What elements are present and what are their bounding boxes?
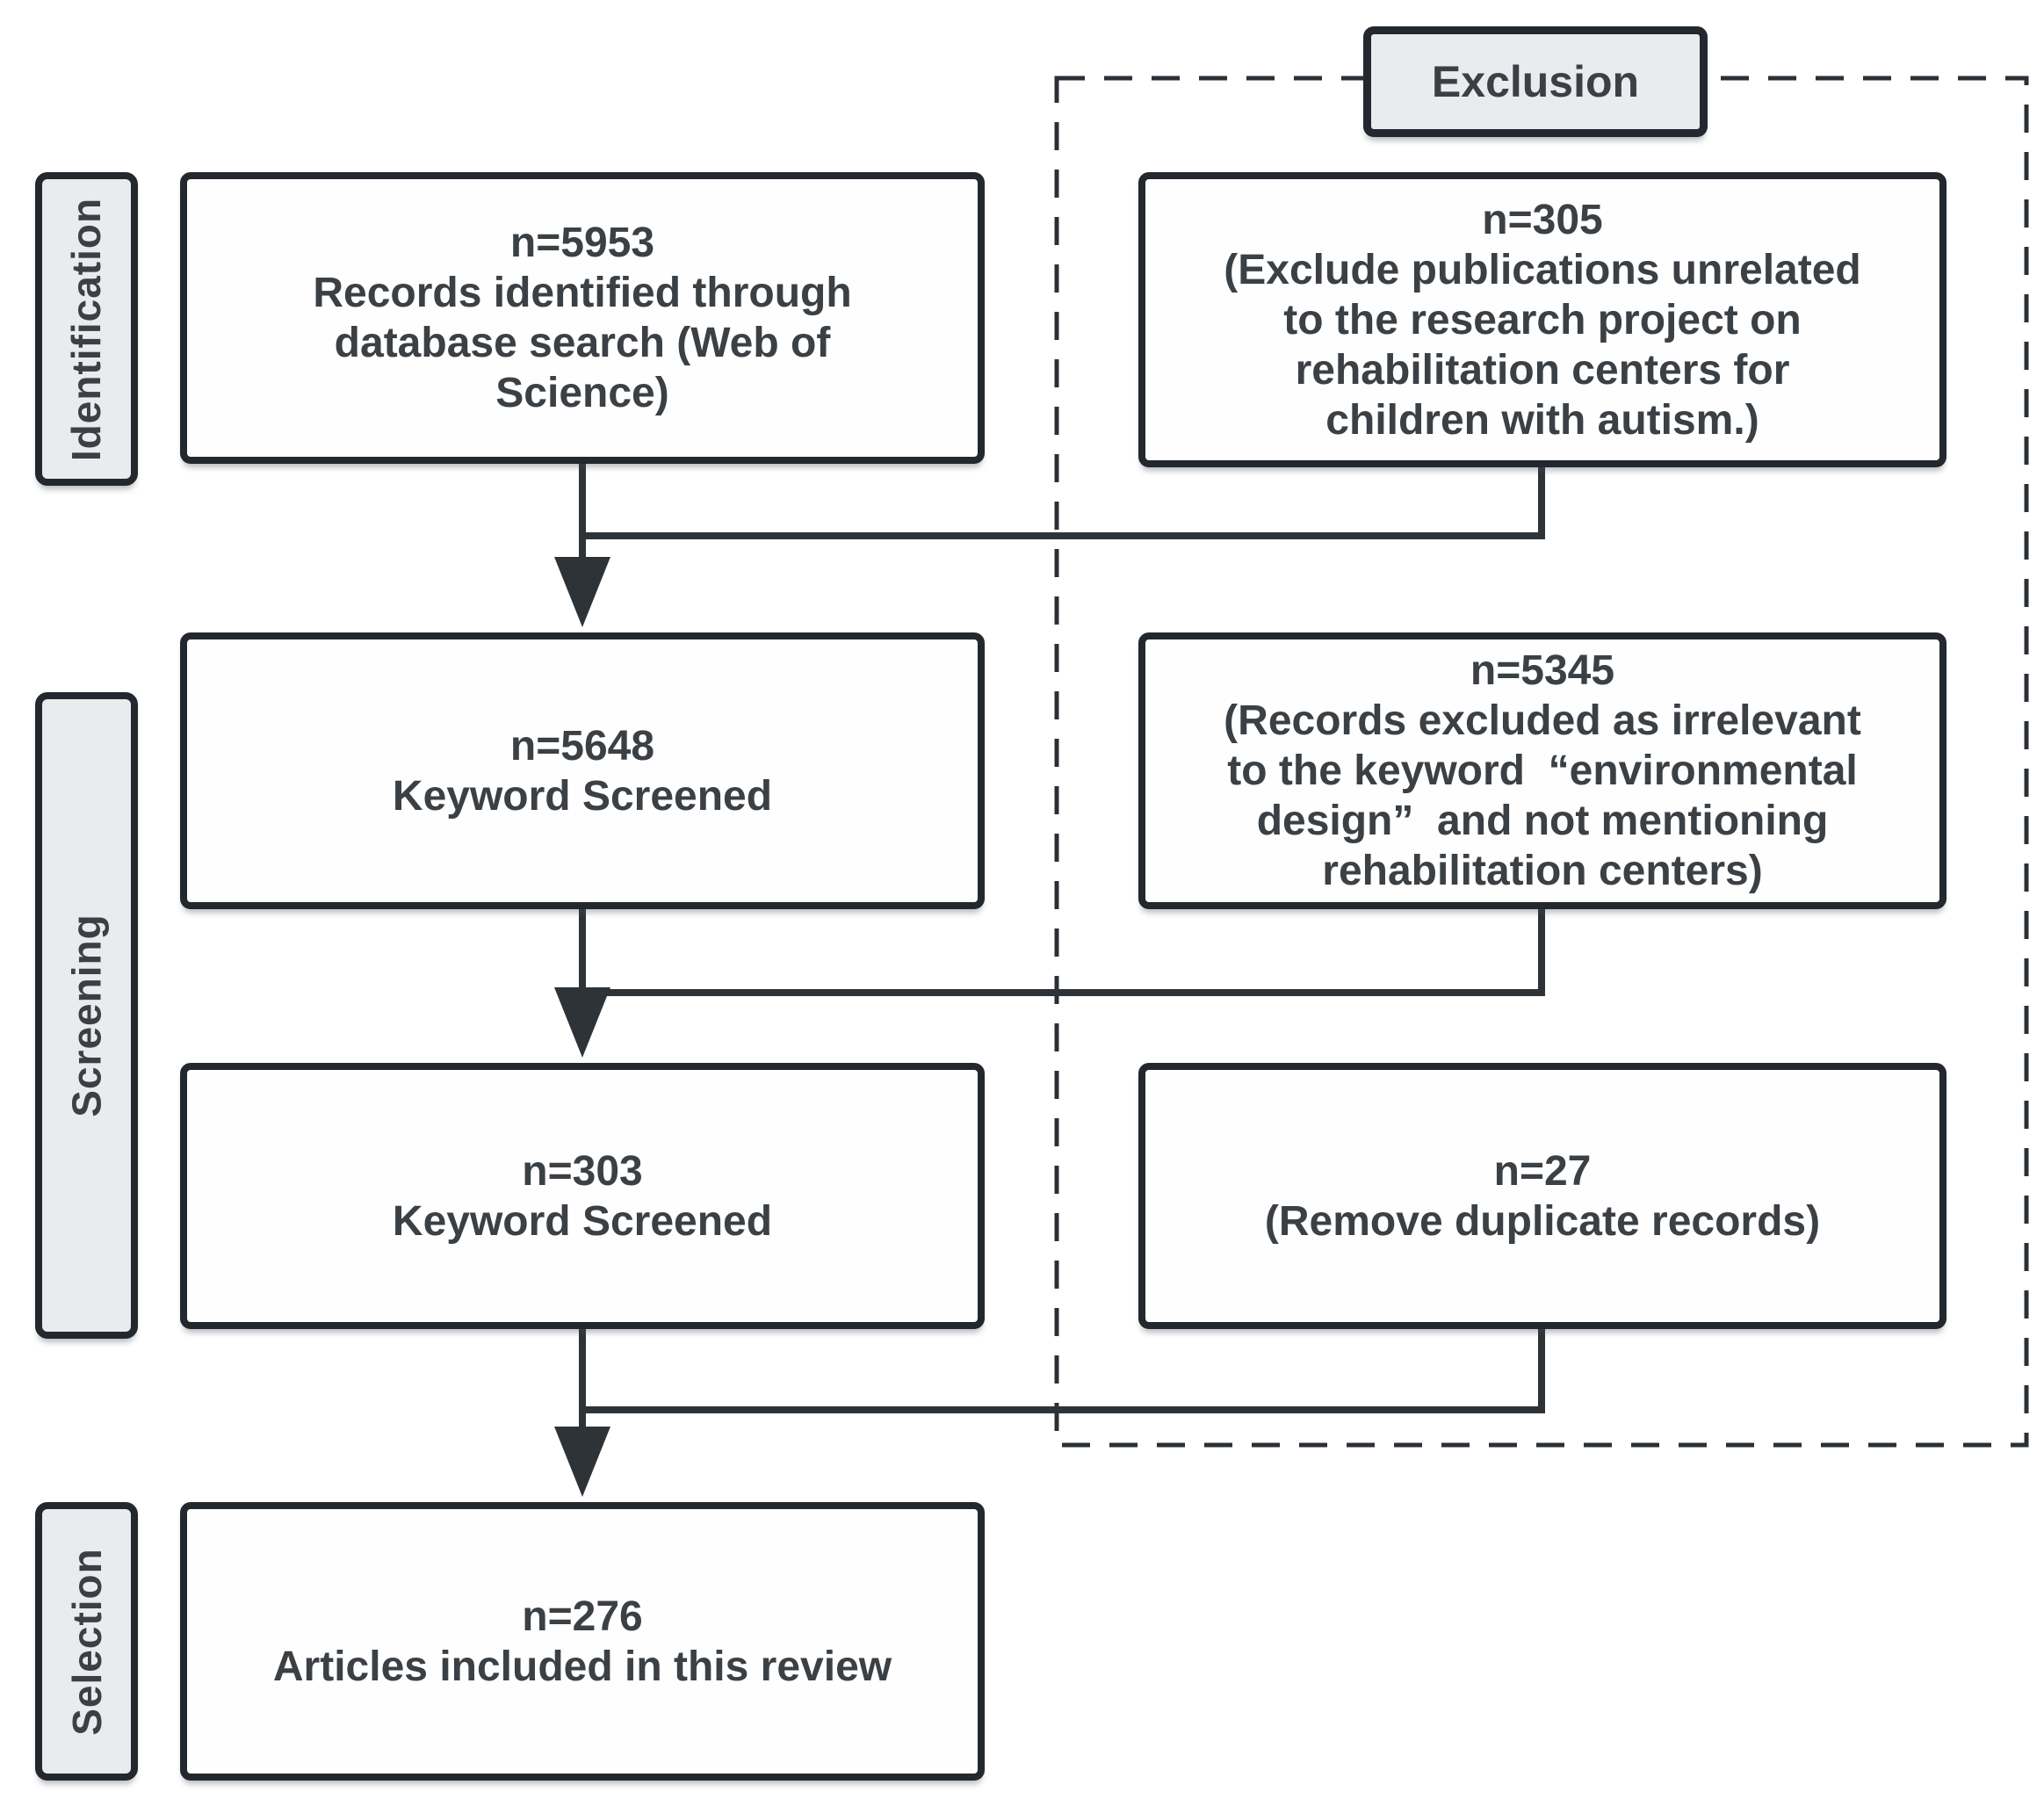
- record-description: (Exclude publications unrelated to the r…: [1224, 246, 1861, 444]
- stage-label-text: Identification: [63, 197, 110, 461]
- exclusion-connector-2: [1538, 901, 1545, 996]
- exclusion-box-irrelevant-keyword: n=5345 (Records excluded as irrelevant t…: [1138, 632, 1946, 909]
- flow-box-identified: n=5953 Records identified through databa…: [180, 172, 985, 464]
- record-count: n=5953: [509, 220, 655, 266]
- exclusion-connector-3: [1538, 1322, 1545, 1413]
- record-description: (Remove duplicate records): [1264, 1197, 1821, 1245]
- exclusion-connector-1: [1538, 460, 1545, 539]
- flow-box-included: n=276 Articles included in this review: [180, 1502, 985, 1781]
- arrow-down-icon: [554, 987, 610, 1058]
- branch-line-1: [579, 532, 1545, 539]
- arrow-down-icon: [554, 1427, 610, 1497]
- branch-line-2: [579, 989, 1545, 996]
- exclusion-box-duplicates: n=27 (Remove duplicate records): [1138, 1063, 1946, 1329]
- arrow-down-icon: [554, 557, 610, 627]
- stage-label-text: Screening: [63, 914, 110, 1117]
- record-count: n=276: [522, 1593, 643, 1640]
- record-count: n=27: [1493, 1147, 1592, 1195]
- record-description: Keyword Screened: [392, 1197, 773, 1245]
- record-count: n=5648: [509, 722, 655, 769]
- exclusion-title: Exclusion: [1431, 57, 1640, 106]
- record-description: (Records excluded as irrelevant to the k…: [1224, 697, 1861, 894]
- stage-label-text: Selection: [63, 1547, 110, 1736]
- flow-line-down-3: [579, 1326, 586, 1435]
- record-description: Keyword Screened: [392, 772, 773, 820]
- stage-label-selection: Selection: [35, 1502, 138, 1781]
- record-count: n=305: [1482, 196, 1603, 243]
- record-count: n=303: [522, 1147, 643, 1195]
- record-description: Records identified through database sear…: [313, 270, 852, 416]
- branch-line-3: [579, 1406, 1545, 1413]
- exclusion-title-box: Exclusion: [1363, 26, 1708, 137]
- flow-box-keyword-screened-1: n=5648 Keyword Screened: [180, 632, 985, 909]
- stage-label-screening: Screening: [35, 692, 138, 1339]
- flow-line-down-2: [579, 906, 586, 993]
- stage-label-identification: Identification: [35, 172, 138, 486]
- exclusion-box-unrelated: n=305 (Exclude publications unrelated to…: [1138, 172, 1946, 467]
- flow-box-keyword-screened-2: n=303 Keyword Screened: [180, 1063, 985, 1329]
- record-description: Articles included in this review: [272, 1643, 892, 1690]
- record-count: n=5345: [1470, 647, 1615, 694]
- flow-line-down-1: [579, 460, 586, 566]
